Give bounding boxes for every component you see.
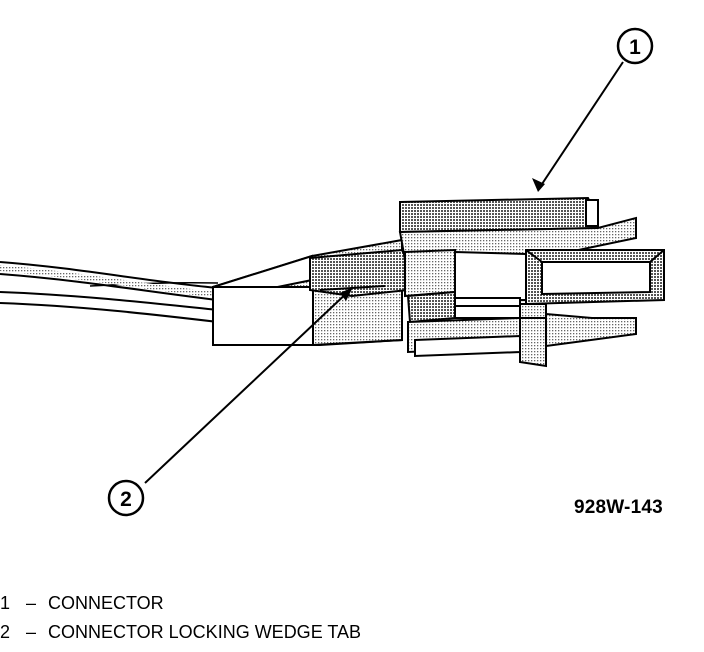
figure-code: 928W-143 bbox=[574, 497, 663, 518]
connector-latch-window bbox=[525, 249, 665, 306]
svg-text:2: 2 bbox=[120, 488, 132, 511]
legend: 1–CONNECTOR 2–CONNECTOR LOCKING WEDGE TA… bbox=[0, 589, 361, 647]
legend-item-locking-wedge-tab: 2–CONNECTOR LOCKING WEDGE TAB bbox=[0, 618, 361, 647]
connector-diagram: 1 2 bbox=[0, 27, 665, 517]
connector-main-body bbox=[398, 196, 637, 358]
svg-text:1: 1 bbox=[629, 36, 641, 59]
leader-lines bbox=[144, 61, 624, 484]
legend-text: CONNECTOR LOCKING WEDGE TAB bbox=[48, 622, 362, 642]
arrowhead-2 bbox=[340, 287, 353, 301]
legend-number: 1 bbox=[0, 593, 11, 613]
terminal-blade bbox=[454, 297, 547, 368]
legend-item-connector: 1–CONNECTOR bbox=[0, 589, 361, 618]
arrowhead-1 bbox=[532, 178, 545, 192]
legend-dash: – bbox=[25, 593, 36, 613]
callout-1: 1 bbox=[616, 27, 654, 65]
locking-wedge-tab bbox=[309, 248, 409, 298]
wire-bundle bbox=[0, 261, 219, 323]
legend-text: CONNECTOR bbox=[48, 593, 164, 613]
wire-shading bbox=[0, 265, 218, 298]
legend-number: 2 bbox=[0, 622, 11, 642]
legend-dash: – bbox=[25, 622, 36, 642]
callout-2: 2 bbox=[107, 479, 145, 517]
